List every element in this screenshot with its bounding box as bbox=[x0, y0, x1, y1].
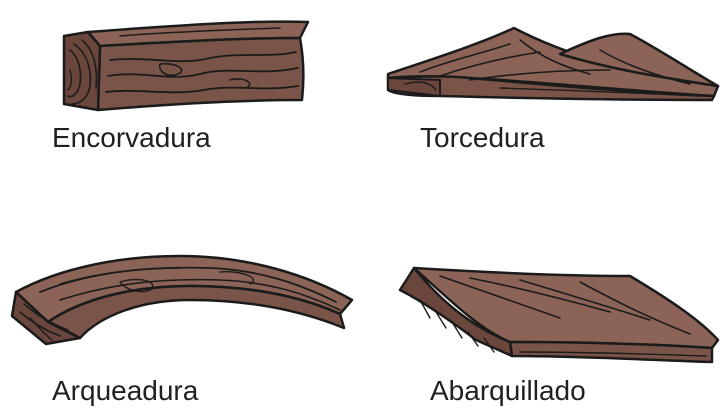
label-abarquillado: Abarquillado bbox=[430, 377, 586, 405]
board-encorvadura bbox=[64, 22, 308, 110]
board-arqueadura bbox=[12, 256, 352, 344]
label-arqueadura: Arqueadura bbox=[52, 377, 198, 405]
label-torcedura: Torcedura bbox=[420, 124, 545, 152]
label-encorvadura: Encorvadura bbox=[52, 124, 211, 152]
board-torcedura bbox=[388, 28, 718, 100]
board-abarquillado bbox=[400, 268, 718, 362]
